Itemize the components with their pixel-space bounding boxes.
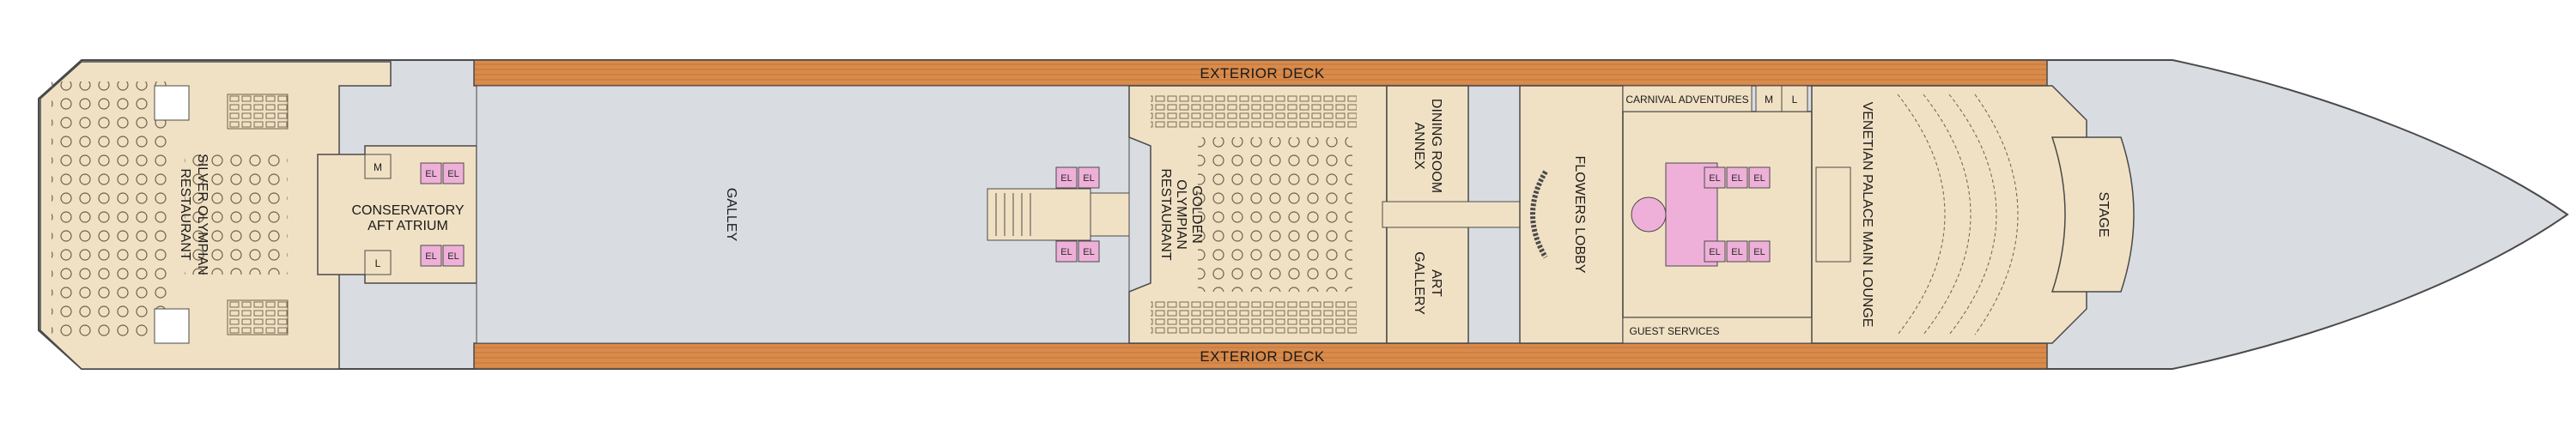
elevator-label: EL bbox=[425, 169, 436, 179]
stage: STAGE bbox=[2050, 136, 2135, 293]
flowers-lobby-label: FLOWERS LOBBY bbox=[1572, 156, 1587, 274]
ladies-restroom-fwd-label: L bbox=[1792, 94, 1798, 106]
art-gallery-label-1: ART bbox=[1429, 269, 1443, 297]
elevator-label: EL bbox=[1060, 247, 1072, 257]
elevator-label: EL bbox=[1753, 247, 1765, 257]
golden-olympian-label-3: RESTAURANT bbox=[1158, 168, 1173, 260]
exterior-deck-bottom-label: EXTERIOR DECK bbox=[1200, 348, 1325, 365]
forward-atrium: EL EL EL EL EL EL bbox=[1622, 111, 1813, 318]
elevator-label: EL bbox=[1083, 173, 1094, 184]
exterior-deck-top-label: EXTERIOR DECK bbox=[1200, 65, 1325, 82]
guest-services: GUEST SERVICES bbox=[1622, 317, 1813, 344]
elevator-label: EL bbox=[1083, 247, 1094, 257]
exterior-deck-bottom: EXTERIOR DECK bbox=[473, 342, 2048, 370]
elevator-label: EL bbox=[1709, 247, 1720, 257]
silver-olympian-label-2: RESTAURANT bbox=[178, 168, 192, 260]
galley-label: GALLEY bbox=[724, 188, 738, 242]
conservatory-label-2: AFT ATRIUM bbox=[368, 219, 448, 233]
elevator-label: EL bbox=[1731, 247, 1742, 257]
mens-restroom-aft-label: M bbox=[374, 161, 382, 173]
mens-restroom-aft bbox=[364, 154, 392, 179]
silver-olympian-restaurant: SILVER OLYMPIAN RESTAURANT bbox=[39, 61, 392, 370]
mid-corridor bbox=[1382, 201, 1521, 228]
elevator-label: EL bbox=[1060, 173, 1072, 184]
stage-label: STAGE bbox=[2096, 191, 2111, 237]
ladies-restroom-aft bbox=[364, 250, 392, 275]
dining-annex-label-1: DINING ROOM bbox=[1429, 99, 1443, 193]
dining-room-annex: DINING ROOM ANNEX bbox=[1386, 85, 1469, 207]
elevator-label: EL bbox=[1753, 173, 1765, 184]
mens-restroom-fwd-label: M bbox=[1765, 94, 1773, 106]
venetian-palace-main-lounge: VENETIAN PALACE MAIN LOUNGE bbox=[1811, 85, 2087, 344]
silver-olympian-label-1: SILVER OLYMPIAN bbox=[195, 154, 210, 275]
elevator-label: EL bbox=[1731, 173, 1742, 184]
elevator-label: EL bbox=[447, 251, 459, 262]
guest-services-label: GUEST SERVICES bbox=[1630, 325, 1720, 337]
golden-olympian-restaurant: GOLDEN OLYMPIAN RESTAURANT bbox=[987, 85, 1388, 344]
art-gallery: ART GALLERY bbox=[1386, 222, 1469, 344]
golden-olympian-label-2: OLYMPIAN bbox=[1174, 179, 1188, 250]
golden-olympian-label-1: GOLDEN bbox=[1189, 185, 1204, 244]
dining-annex-label-2: ANNEX bbox=[1412, 122, 1426, 169]
art-gallery-label-2: GALLERY bbox=[1412, 251, 1426, 315]
mid-elevators: EL EL EL EL bbox=[1055, 166, 1100, 263]
ladies-restroom-fwd bbox=[1781, 85, 1808, 112]
carnival-adventures: CARNIVAL ADVENTURES bbox=[1622, 85, 1753, 112]
venetian-palace-label: VENETIAN PALACE MAIN LOUNGE bbox=[1860, 102, 1874, 328]
elevator-label: EL bbox=[447, 169, 459, 179]
elevator-label: EL bbox=[1709, 173, 1720, 184]
elevator-label: EL bbox=[425, 251, 436, 262]
ladies-restroom-aft-label: L bbox=[375, 257, 381, 269]
conservatory-label-1: CONSERVATORY bbox=[352, 203, 465, 218]
flowers-lobby: FLOWERS LOBBY bbox=[1519, 85, 1624, 344]
exterior-deck-top: EXTERIOR DECK bbox=[473, 59, 2048, 87]
aft-elevators: EL EL EL EL bbox=[420, 162, 465, 267]
carnival-adventures-label: CARNIVAL ADVENTURES bbox=[1625, 94, 1748, 106]
